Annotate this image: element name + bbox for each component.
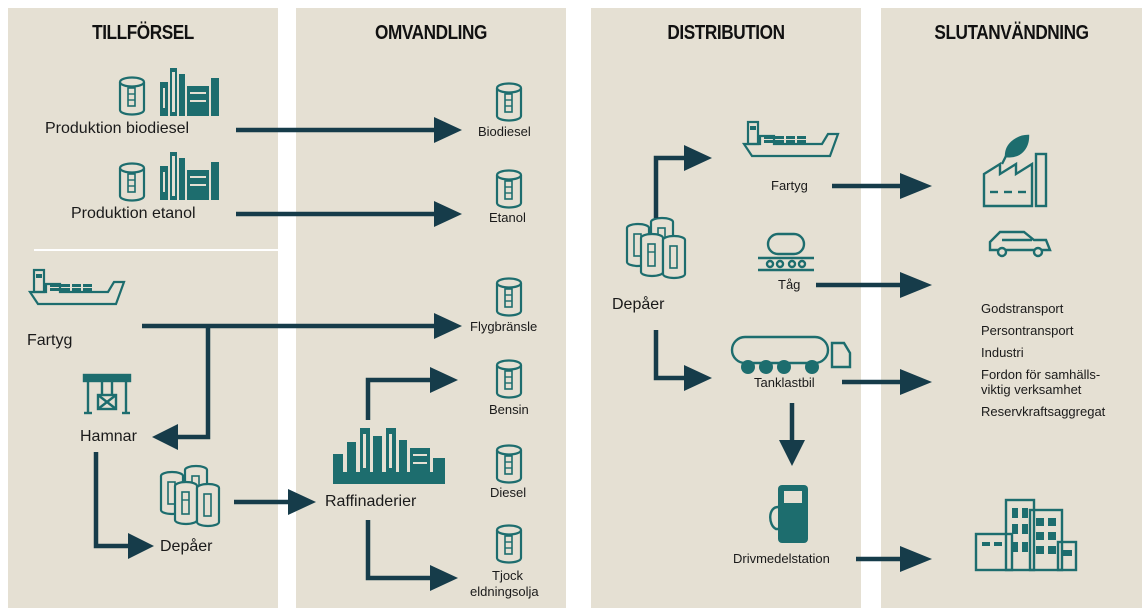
label-etanol: Etanol xyxy=(489,210,526,225)
factory-icon xyxy=(160,152,219,200)
factory-icon xyxy=(160,68,219,116)
header-conversion: OMVANDLING xyxy=(375,22,487,44)
label-supply-ship: Fartyg xyxy=(27,332,73,349)
use-item: viktig verksamhet xyxy=(981,382,1082,397)
car-icon xyxy=(988,230,1052,258)
arrow-bensin xyxy=(365,377,436,420)
label-heating-oil-2: eldningsolja xyxy=(470,584,539,599)
label-prod-etanol: Produktion etanol xyxy=(71,205,196,222)
header-distribution: DISTRIBUTION xyxy=(667,22,785,44)
ship-icon xyxy=(742,120,840,158)
tank-icon xyxy=(495,82,523,122)
header-end-use: SLUTANVÄNDNING xyxy=(934,22,1089,44)
label-bensin: Bensin xyxy=(489,402,529,417)
use-item: Godstransport xyxy=(981,301,1064,316)
label-harbour: Hamnar xyxy=(80,428,137,445)
tank-icon xyxy=(495,169,523,209)
label-jetfuel: Flygbränsle xyxy=(470,319,538,334)
buildings-icon xyxy=(974,498,1078,572)
green-factory-icon xyxy=(982,134,1048,208)
tank-icon xyxy=(495,359,523,399)
panel-end-use xyxy=(881,8,1142,608)
label-supply-depot: Depåer xyxy=(160,538,213,555)
label-station: Drivmedelstation xyxy=(733,551,830,566)
crane-icon xyxy=(82,373,132,415)
tank-icon xyxy=(118,76,146,116)
fuel-pump-icon xyxy=(769,485,808,543)
arrow-to-harbour xyxy=(172,326,211,440)
label-diesel: Diesel xyxy=(490,485,527,500)
label-heating-oil-1: Tjock xyxy=(492,568,524,583)
panel-distribution xyxy=(591,8,861,608)
label-prod-biodiesel: Produktion biodiesel xyxy=(45,120,190,137)
arrow-ship xyxy=(653,155,690,218)
header-supply: TILLFÖRSEL xyxy=(92,22,194,44)
tank-icon xyxy=(495,277,523,317)
tank-icon xyxy=(118,162,146,202)
label-biodiesel: Biodiesel xyxy=(478,124,531,139)
tank-icon xyxy=(495,444,523,484)
arrow-heating-oil xyxy=(365,520,436,581)
label-refinery: Raffinaderier xyxy=(325,493,417,510)
train-icon xyxy=(758,232,814,272)
label-train: Tåg xyxy=(778,277,801,292)
label-dist-depot: Depåer xyxy=(612,296,665,313)
end-use-list: Godstransport Persontransport Industri F… xyxy=(981,301,1105,426)
use-item: Fordon för samhälls- xyxy=(981,367,1101,382)
depot-icon xyxy=(159,464,221,528)
label-dist-ship: Fartyg xyxy=(771,178,808,193)
use-item: Industri xyxy=(981,345,1024,360)
depot-icon xyxy=(625,216,687,280)
use-item: Reservkraftsaggregat xyxy=(981,404,1106,419)
truck-icon xyxy=(730,335,852,374)
label-truck: Tanklastbil xyxy=(754,375,815,390)
refinery-icon xyxy=(333,428,445,484)
arrow-truck xyxy=(653,330,690,381)
ship-icon xyxy=(28,268,126,306)
arrow-to-depot xyxy=(93,452,132,549)
tank-icon xyxy=(495,524,523,564)
use-item: Persontransport xyxy=(981,323,1074,338)
